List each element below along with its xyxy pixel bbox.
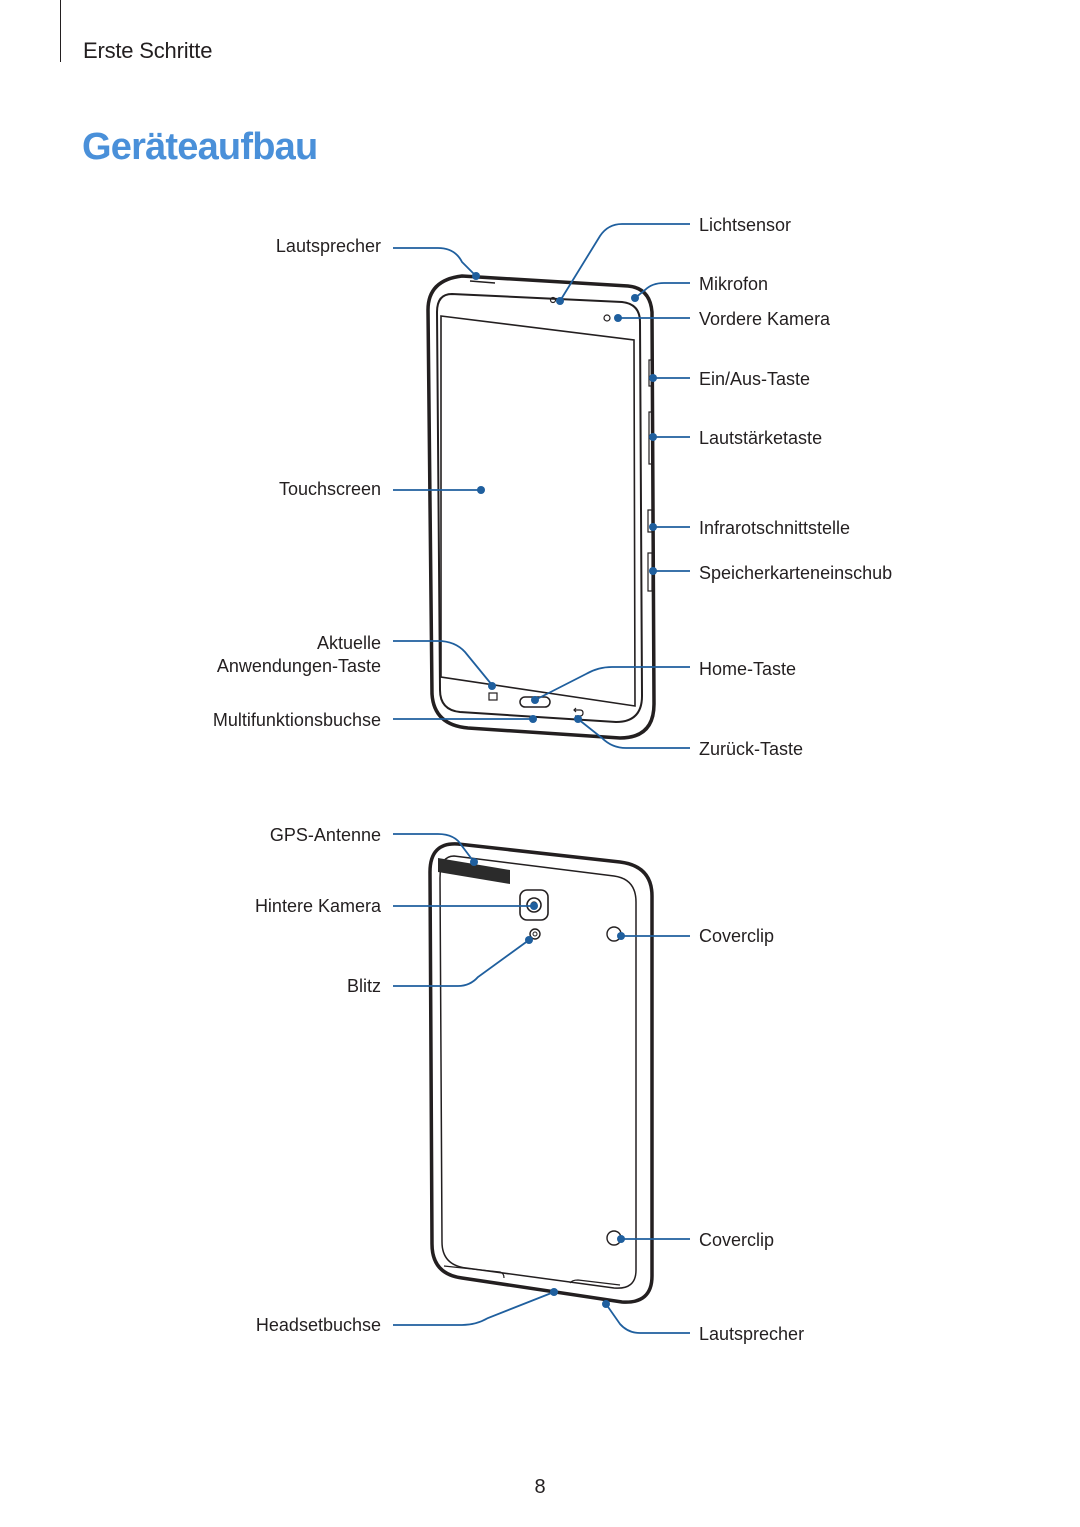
leader-gps	[393, 833, 475, 863]
label-aktuelle-line1: Aktuelle	[316, 633, 381, 653]
dot-hintere-kamera	[530, 902, 538, 910]
dot-lautsprecher-back	[602, 1300, 610, 1308]
dot-vordere-kamera	[614, 314, 622, 322]
back-body-outline	[428, 842, 654, 1304]
label-ein-aus-taste: Ein/Aus-Taste	[699, 369, 811, 389]
header-rule	[60, 0, 61, 62]
leader-aktuelle	[393, 640, 493, 686]
label-headsetbuchse: Headsetbuchse	[255, 1315, 381, 1335]
label-lautstaerketaste: Lautstärketaste	[699, 428, 823, 448]
leader-headsetbuchse	[393, 1291, 555, 1326]
label-lautsprecher-front: Lautsprecher	[275, 236, 381, 256]
front-camera-lens	[603, 314, 611, 322]
rear-camera-lens	[526, 897, 542, 913]
flash-center	[532, 931, 538, 937]
label-infrarotschnittstelle: Infrarotschnittstelle	[699, 518, 851, 538]
dot-gps	[470, 858, 478, 866]
leader-mikrofon	[634, 282, 690, 299]
back-inner-outline	[439, 855, 637, 1289]
dot-coverclip-1	[617, 932, 625, 940]
label-zurueck-taste: Zurück-Taste	[699, 739, 804, 759]
page-number: 8	[534, 1476, 546, 1498]
label-aktuelle-line2: Anwendungen-Taste	[216, 656, 381, 676]
leader-zurueck	[577, 718, 690, 749]
back-key	[573, 707, 584, 717]
dot-lichtsensor	[556, 297, 564, 305]
power-key	[648, 359, 654, 387]
speaker-grille	[469, 280, 496, 284]
front-screen-frame	[435, 292, 644, 724]
back-device	[428, 842, 654, 1304]
gps-antenna-area	[438, 858, 510, 884]
light-sensor-hole	[549, 296, 557, 304]
dot-speicherkarte	[649, 567, 657, 575]
dot-lautstaerke	[649, 433, 657, 441]
front-device	[426, 274, 656, 740]
dot-home	[531, 696, 539, 704]
leader-lautsprecher-front	[393, 247, 477, 277]
ir-port	[647, 509, 653, 533]
label-vordere-kamera: Vordere Kamera	[699, 309, 831, 329]
label-coverclip-bottom: Coverclip	[699, 1230, 775, 1250]
label-hintere-kamera: Hintere Kamera	[254, 896, 381, 916]
label-lautsprecher-back: Lautsprecher	[699, 1324, 805, 1344]
dot-mikrofon	[631, 294, 639, 302]
label-blitz: Blitz	[346, 976, 381, 996]
bottom-seam-left	[443, 1265, 505, 1279]
label-multifunktionsbuchse: Multifunktionsbuchse	[212, 710, 381, 730]
dot-infrarot	[649, 523, 657, 531]
dot-lautsprecher-front	[472, 272, 480, 280]
leader-home	[534, 666, 690, 701]
rear-camera-housing	[519, 889, 549, 921]
dot-blitz	[525, 936, 533, 944]
dot-ein-aus	[649, 374, 657, 382]
front-body-outline	[426, 274, 656, 740]
label-lichtsensor: Lichtsensor	[699, 215, 792, 235]
leader-blitz	[393, 939, 530, 987]
flash-ring	[529, 928, 541, 940]
label-touchscreen: Touchscreen	[278, 479, 381, 499]
recent-apps-key	[488, 692, 498, 701]
label-home-taste: Home-Taste	[699, 659, 797, 679]
dot-aktuelle	[488, 682, 496, 690]
bottom-seam-right	[569, 1279, 621, 1286]
section-title: Erste Schritte	[83, 38, 213, 63]
touchscreen-display	[440, 315, 636, 707]
leader-lichtsensor	[559, 223, 690, 302]
label-speicherkarteneinschub: Speicherkarteneinschub	[699, 563, 893, 583]
dot-zurueck	[574, 715, 582, 723]
label-gps-antenne: GPS-Antenne	[269, 825, 381, 845]
dot-touchscreen	[477, 486, 485, 494]
dot-coverclip-2	[617, 1235, 625, 1243]
label-coverclip-top: Coverclip	[699, 926, 775, 946]
dot-headsetbuchse	[550, 1288, 558, 1296]
label-mikrofon: Mikrofon	[699, 274, 769, 294]
dot-multifunktion	[529, 715, 537, 723]
leader-lautsprecher-back	[605, 1303, 690, 1334]
page-title: Geräteaufbau	[82, 126, 318, 168]
